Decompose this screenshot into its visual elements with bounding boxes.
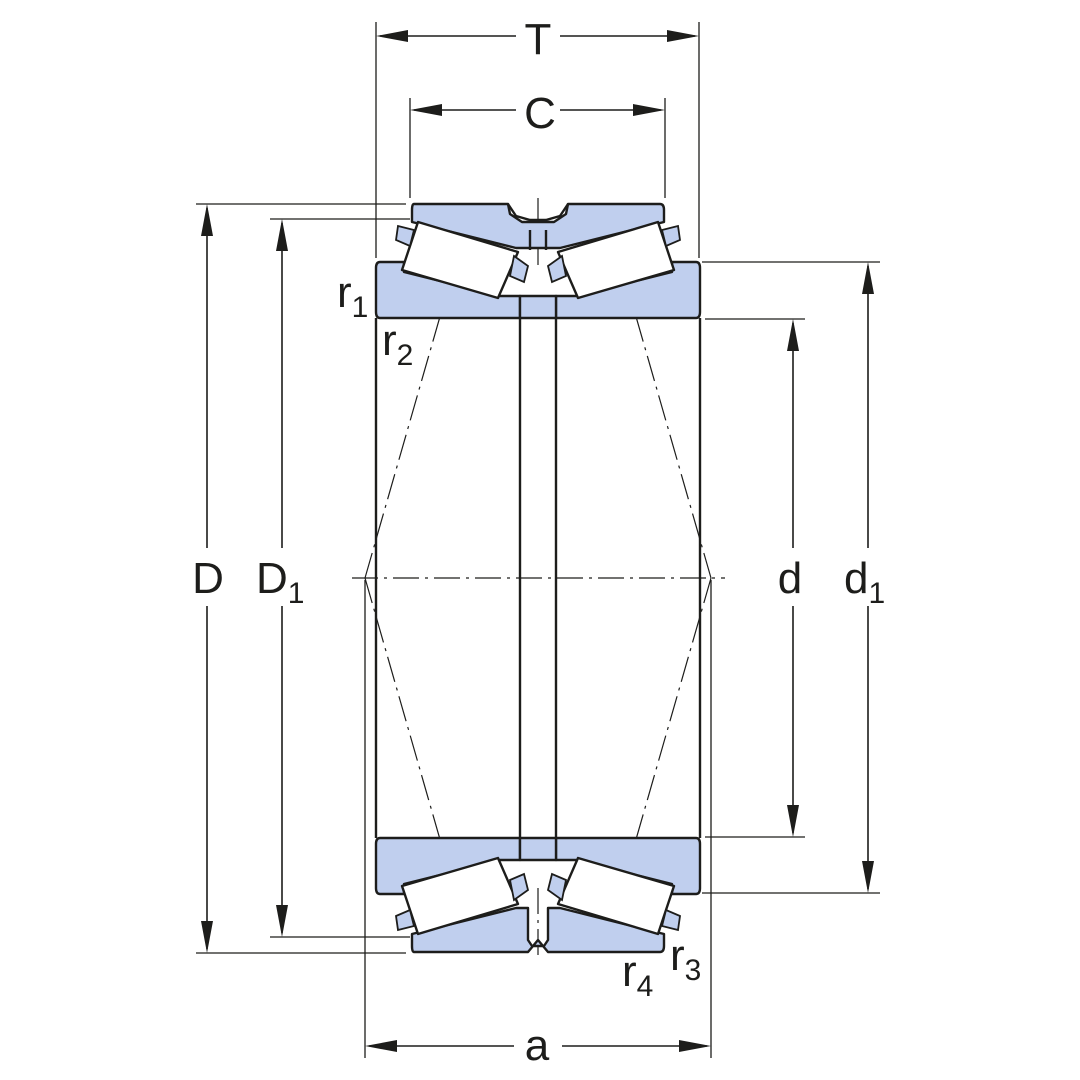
- label-D1: D1: [256, 554, 304, 610]
- label-r2: r2: [382, 316, 413, 372]
- cage-bottom-right-outer: [660, 908, 681, 932]
- cage-top-left-outer: [395, 224, 416, 248]
- spacer-bottom: [518, 836, 558, 862]
- roller-top-left: [400, 220, 520, 300]
- label-C: C: [524, 89, 556, 138]
- label-d: d: [778, 554, 802, 603]
- cage-top-left-inner: [508, 254, 530, 284]
- dimension-labels: T C D D1 d d1 a r1 r2 r3 r4: [192, 15, 885, 1070]
- cage-top-right-outer: [660, 224, 681, 248]
- cage-bottom-left-outer: [395, 908, 416, 932]
- label-r4: r4: [622, 947, 653, 1003]
- cage-top-right-inner: [546, 254, 568, 284]
- pressure-line-top-left: [364, 204, 473, 579]
- cage-bottom-right-inner: [546, 872, 568, 902]
- label-d1: d1: [844, 554, 885, 610]
- spacer-top: [518, 294, 558, 320]
- pressure-line-top-right: [603, 204, 712, 579]
- pressure-line-bottom-right: [603, 577, 712, 952]
- outer-ring-bottom: [410, 906, 666, 954]
- roller-top-right: [556, 220, 676, 300]
- bore-lines: [374, 318, 702, 838]
- dimension-lines: [201, 30, 874, 1052]
- bearing-top-section: [374, 202, 702, 320]
- cage-bottom-left-inner: [508, 872, 530, 902]
- label-r3: r3: [670, 931, 701, 987]
- bearing-bottom-section: [374, 836, 702, 954]
- label-a: a: [525, 1021, 550, 1070]
- label-T: T: [525, 15, 552, 64]
- label-r1: r1: [337, 268, 368, 324]
- outer-ring-top: [410, 202, 666, 250]
- label-D: D: [192, 554, 224, 603]
- extension-lines: [196, 22, 880, 1058]
- pressure-line-bottom-left: [364, 577, 473, 952]
